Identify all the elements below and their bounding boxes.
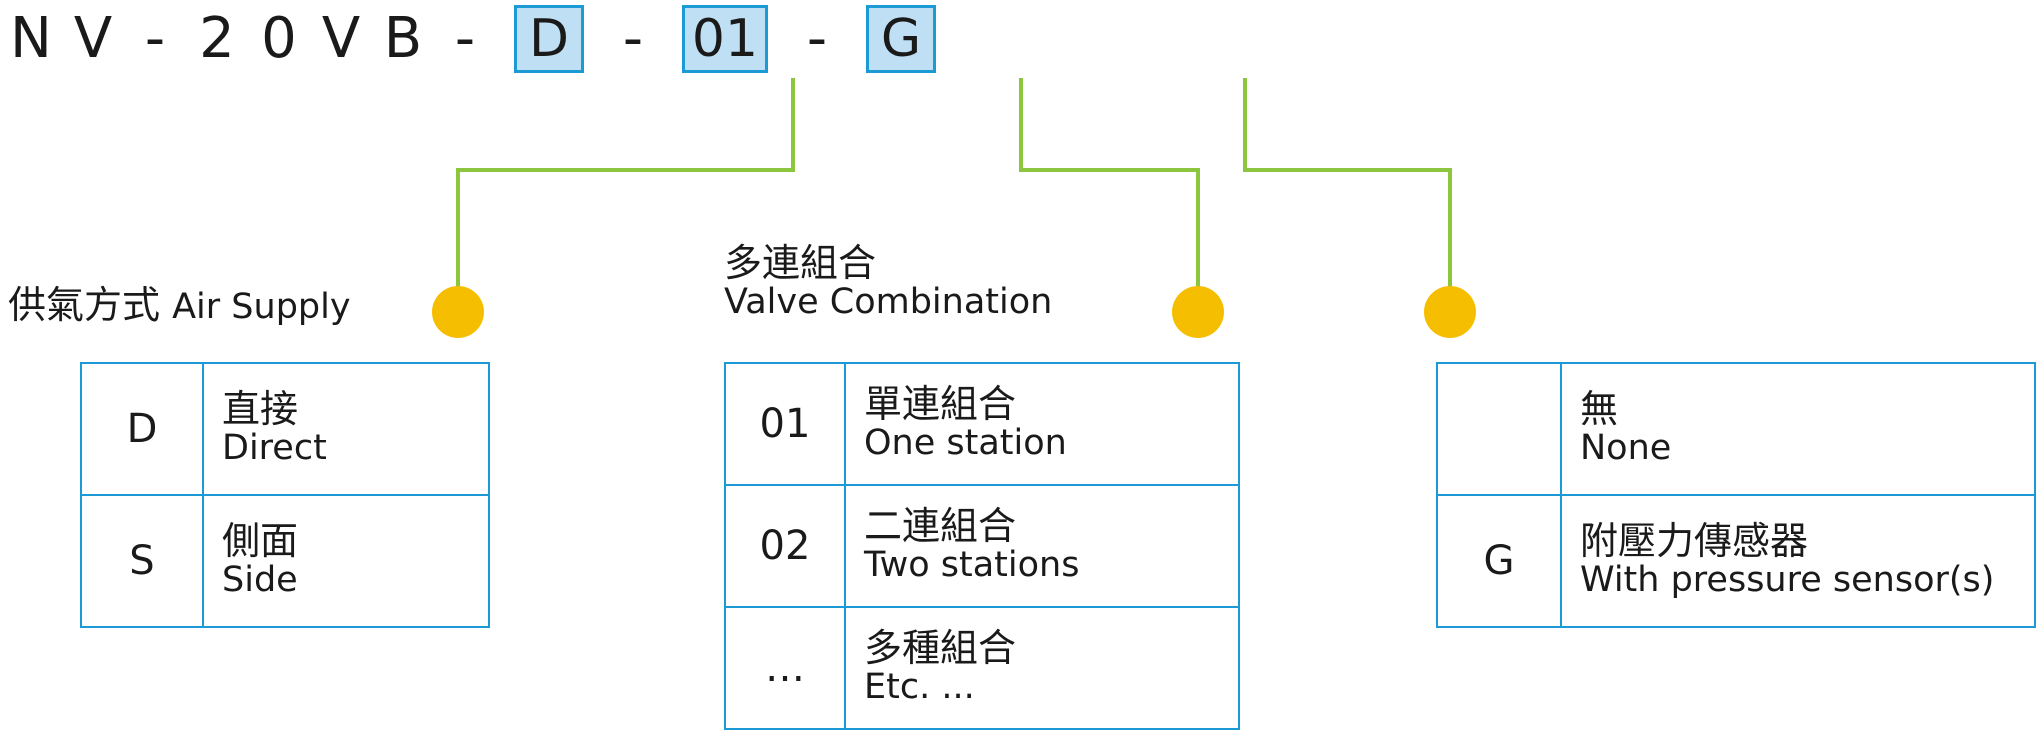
callout-caption-air-supply-cn: 供氣方式 [8, 283, 161, 327]
option-desc-g-en: With pressure sensor(s) [1580, 559, 1995, 600]
model-char-v2: V [321, 6, 361, 71]
option-desc-s-en: Side [222, 559, 298, 600]
option-desc-none-cn: 無 [1580, 386, 1619, 431]
option-desc-02: 二連組合 Two stations [844, 484, 1240, 608]
option-desc-etc: 多種組合 Etc. ... [844, 606, 1240, 730]
options-table-valve-combination: 01 單連組合 One station 02 二連組合 Two stations… [724, 362, 1240, 730]
callout-caption-valve-combination: 多連組合 Valve Combination [724, 241, 1053, 323]
table-row[interactable]: … 多種組合 Etc. ... [724, 606, 1240, 730]
model-code-valve-combination[interactable]: 01 [682, 5, 768, 73]
options-table-pressure-sensor: 無 None G 附壓力傳感器 With pressure sensor(s) [1436, 362, 2036, 628]
callout-caption-valve-combination-cn: 多連組合 [724, 241, 877, 285]
model-number-row: N V - 2 0 V B - D - 01 - G [0, 0, 2040, 78]
option-desc-02-en: Two stations [864, 544, 1080, 585]
leader-dot-pressure-sensor [1424, 286, 1476, 338]
option-desc-etc-en: Etc. ... [864, 666, 975, 707]
option-code-etc: … [724, 606, 846, 730]
model-dash-4: - [806, 6, 828, 71]
option-desc-01: 單連組合 One station [844, 362, 1240, 486]
model-code-air-supply[interactable]: D [514, 5, 584, 73]
model-dash-3: - [622, 6, 644, 71]
option-desc-none-en: None [1580, 427, 1672, 468]
model-char-2: 2 [199, 6, 235, 71]
option-code-s: S [80, 494, 204, 628]
leader-dot-valve-combination [1172, 286, 1224, 338]
option-desc-01-cn: 單連組合 [864, 381, 1017, 426]
table-row[interactable]: D 直接 Direct [80, 362, 490, 496]
option-desc-g: 附壓力傳感器 With pressure sensor(s) [1560, 494, 2036, 628]
option-desc-s: 側面 Side [202, 494, 490, 628]
model-code-pressure-sensor[interactable]: G [866, 5, 936, 73]
option-code-02: 02 [724, 484, 846, 608]
option-desc-none: 無 None [1560, 362, 2036, 496]
option-desc-d-cn: 直接 [222, 386, 299, 431]
table-row[interactable]: 02 二連組合 Two stations [724, 484, 1240, 608]
options-table-air-supply: D 直接 Direct S 側面 Side [80, 362, 490, 628]
option-code-none [1436, 362, 1562, 496]
option-desc-g-cn: 附壓力傳感器 [1580, 518, 1809, 563]
table-row[interactable]: G 附壓力傳感器 With pressure sensor(s) [1436, 494, 2036, 628]
leader-line-pressure-sensor [1243, 78, 1452, 290]
option-code-g: G [1436, 494, 1562, 628]
callout-caption-valve-combination-en: Valve Combination [724, 282, 1053, 323]
option-desc-d-en: Direct [222, 427, 327, 468]
table-row[interactable]: 01 單連組合 One station [724, 362, 1240, 486]
option-desc-d: 直接 Direct [202, 362, 490, 496]
model-char-b: B [383, 6, 423, 71]
option-desc-02-cn: 二連組合 [864, 503, 1017, 548]
option-desc-etc-cn: 多種組合 [864, 625, 1017, 670]
callout-caption-air-supply-en: Air Supply [172, 287, 351, 327]
table-row[interactable]: S 側面 Side [80, 494, 490, 628]
table-row[interactable]: 無 None [1436, 362, 2036, 496]
model-char-v: V [73, 6, 113, 71]
option-desc-s-cn: 側面 [222, 518, 299, 563]
model-dash-1: - [144, 6, 166, 71]
leader-dot-air-supply [432, 286, 484, 338]
option-code-01: 01 [724, 362, 846, 486]
option-desc-01-en: One station [864, 422, 1067, 463]
callout-caption-air-supply: 供氣方式 Air Supply [8, 283, 351, 327]
model-char-0: 0 [261, 6, 297, 71]
model-dash-2: - [454, 6, 476, 71]
option-code-d: D [80, 362, 204, 496]
model-char-n: N [10, 6, 52, 71]
